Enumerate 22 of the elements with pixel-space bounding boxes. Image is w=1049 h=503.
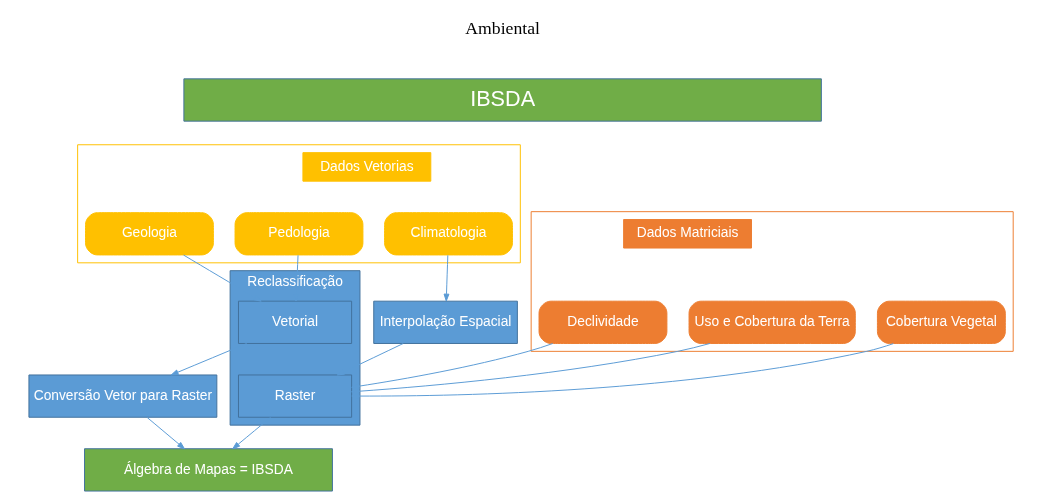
arrow [170,343,247,376]
node-box: Álgebra de Mapas = IBSDA [83,448,333,492]
arrow [350,343,553,390]
arrow [350,343,894,399]
arrow [350,343,710,395]
node-box: Uso e Cobertura da Terra [688,300,856,344]
node-box: Interpolação Espacial [372,300,518,344]
node-box: Vetorial [237,300,352,344]
node-box: Cobertura Vegetal [876,300,1006,344]
arrow [292,254,299,302]
node-box: Pedologia [234,212,363,256]
node-box: Geologia [84,212,214,256]
node-box: Declividade [538,300,667,344]
label: Ambiental [464,17,540,38]
arrow [182,254,262,302]
node-box: Conversão Vetor para Raster [27,374,217,418]
arrow [336,343,404,376]
node-box: Climatologia [383,212,513,256]
arrow [146,417,185,450]
node-box: Raster [237,374,352,418]
node-box: IBSDA [182,78,822,122]
arrow [443,254,449,302]
